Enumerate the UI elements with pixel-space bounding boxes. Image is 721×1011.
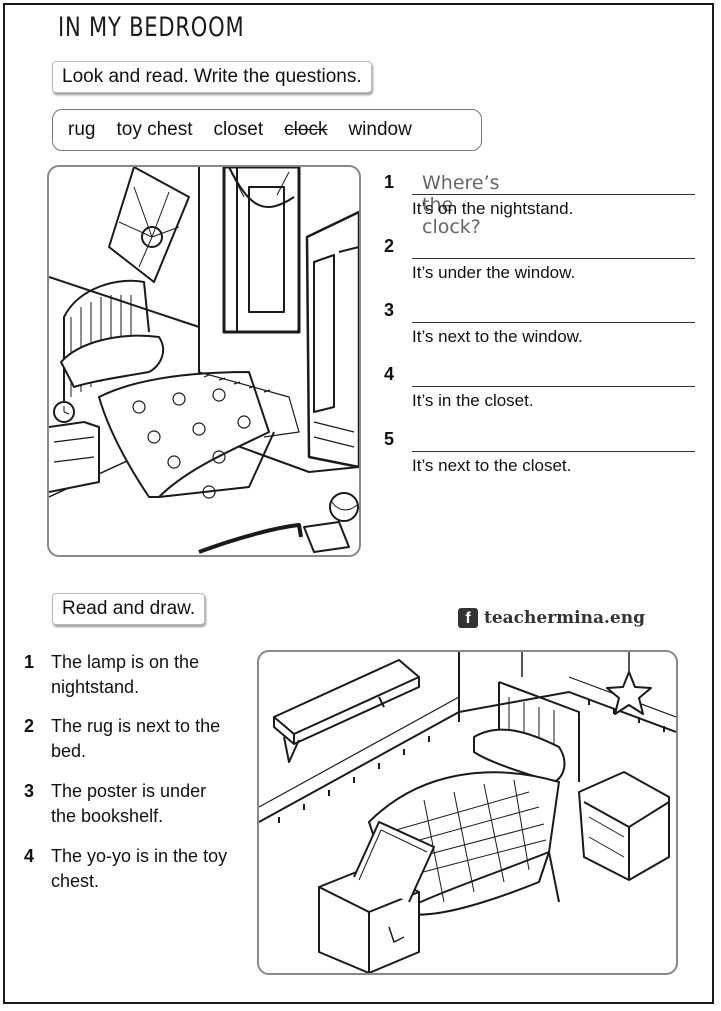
word-toy-chest: toy chest [116,119,193,140]
nightstand [578,771,670,881]
poster [108,167,190,283]
question-1-answer: Where’s the clock? [422,172,500,238]
drawing-area[interactable] [257,650,678,975]
bookshelf [273,659,420,763]
answer-line-5[interactable] [412,451,695,452]
nightstand [49,421,100,493]
word-window: window [348,119,412,140]
question-2-response: It’s under the window. [412,263,576,282]
instruction-look-and-read: Look and read. Write the questions. [52,61,372,93]
toy-chest [318,821,435,973]
word-bank: rug toy chest closet clock window [52,109,482,151]
answer-line-3[interactable] [412,322,695,323]
bed [60,279,275,499]
facebook-icon: f [458,608,478,628]
bedroom-picture [47,165,361,557]
clock [53,401,75,423]
page-border [3,3,714,1004]
question-1-response: It’s on the nightstand. [412,199,574,218]
answer-line-1[interactable] [412,194,695,195]
answer-line-2[interactable] [412,258,695,259]
closet [305,210,359,469]
wall-dots [278,699,665,823]
credit-text: teachermina.eng [484,608,645,628]
window [222,167,301,334]
question-5-response: It’s next to the closet. [412,456,572,475]
page-title: IN MY BEDROOM [58,12,245,43]
star-decoration [606,671,652,715]
question-4-response: It’s in the closet. [412,391,534,410]
question-3-response: It’s next to the window. [412,327,583,346]
credit: f teachermina.eng [458,608,645,628]
word-rug: rug [68,119,96,140]
word-clock-crossed: clock [284,119,328,140]
answer-line-4[interactable] [412,386,695,387]
rug [198,371,300,438]
instruction-read-and-draw: Read and draw. [52,593,206,625]
word-closet: closet [213,119,264,140]
ball [329,492,359,522]
